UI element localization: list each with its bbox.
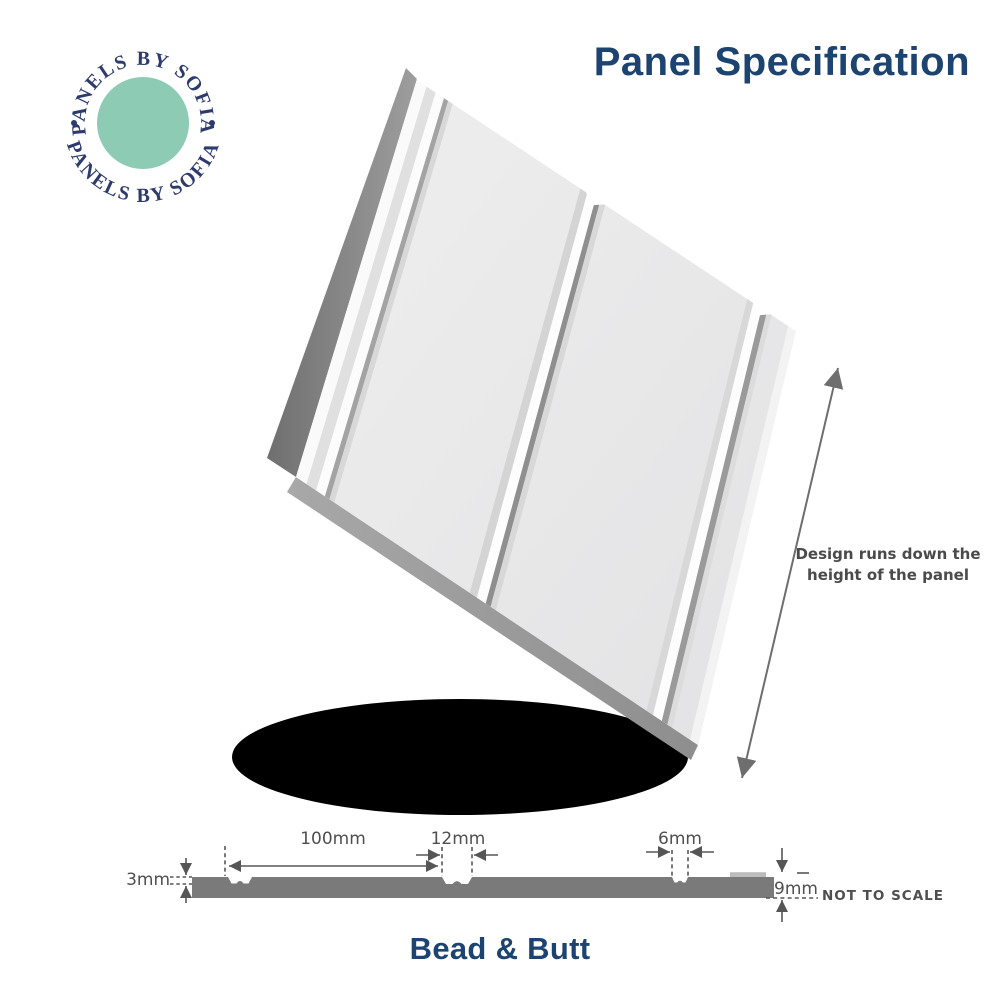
top-edge-notch-mid [584, 189, 608, 206]
logo-circle [97, 77, 189, 169]
bead-left-shadow [324, 97, 449, 500]
dim-label-9mm: 9mm [774, 879, 818, 899]
separator-dot-right [209, 120, 215, 126]
bead-right-highlight [653, 301, 762, 721]
dim-label-3mm: 3mm [126, 870, 170, 890]
butt-rebate-step [730, 872, 766, 877]
cross-section-drawing [170, 846, 818, 922]
height-arrow [736, 367, 844, 779]
dim-label-6mm: 6mm [658, 829, 702, 849]
dim-label-100mm: 100mm [300, 829, 366, 849]
not-to-scale-note: NOT TO SCALE [822, 888, 944, 904]
panel-left-edge-face [267, 68, 417, 477]
panel-3d-render [267, 68, 797, 760]
height-annotation-line1: Design runs down the [795, 545, 981, 563]
style-name-title: Bead & Butt [409, 931, 591, 966]
panel-edge-chamfer [296, 79, 427, 484]
panel-bottom-edge-face [287, 477, 698, 760]
cross-section-bar [192, 877, 774, 898]
bead-left-soft [329, 99, 453, 503]
bead-mid-shadow [485, 197, 601, 607]
top-edge-notch-right [752, 299, 774, 316]
panel-top-edge-highlight [416, 78, 797, 331]
height-annotation: Design runs down the height of the panel [776, 544, 1000, 586]
panel-face-shade [306, 85, 436, 491]
bead-mid-highlight [476, 192, 596, 604]
page-title: Panel Specification [593, 40, 970, 84]
height-annotation-line2: height of the panel [807, 566, 969, 584]
bead-right-softleft [646, 297, 754, 715]
dim-label-12mm: 12mm [430, 829, 486, 849]
panel-drop-shadow [232, 699, 688, 815]
bead-mid-soft [490, 200, 606, 611]
brand-logo: PANELS BY SOFIA PANELS BY SOFIA [62, 48, 222, 207]
separator-dot-left [71, 120, 77, 126]
bead-left-highlight [316, 91, 445, 497]
bead-mid-softleft [469, 187, 588, 598]
